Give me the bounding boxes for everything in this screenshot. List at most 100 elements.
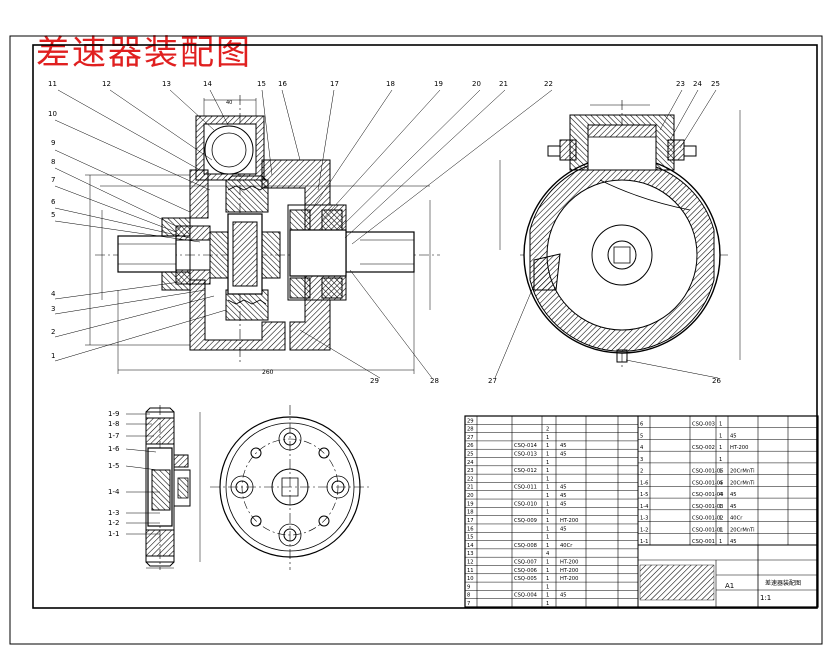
part-label: 1	[51, 352, 55, 360]
part-label: 15	[257, 80, 266, 88]
bom-cell: CSQ-010	[514, 501, 537, 507]
part-label: 11	[48, 80, 57, 88]
sub-assembly-leaders	[125, 413, 160, 535]
part-label: 18	[386, 80, 395, 88]
bom-cell: CSQ-005	[514, 576, 537, 582]
bom-cell: 40Cr	[560, 543, 573, 549]
bom-cell: 1	[719, 516, 722, 522]
bom-cell: 1	[546, 535, 549, 541]
bom-cell: 45	[730, 539, 737, 545]
bom-cell: 29	[467, 418, 474, 424]
bom-cell: 45	[730, 492, 737, 498]
part-label: 1-1	[108, 530, 119, 538]
bom-cell: HT-200	[560, 559, 578, 565]
bom-cell: 16	[467, 526, 474, 532]
bom-cell: CSQ-007	[514, 559, 537, 565]
part-label: 1-8	[108, 420, 119, 428]
part-label: 26	[712, 377, 721, 385]
bom-cell: 1	[546, 435, 549, 441]
bom-cell: 21	[467, 485, 474, 491]
bom-cell: CSQ-008	[514, 543, 537, 549]
side-view-leaders	[494, 89, 719, 379]
main-view-labels: 11 12 13 14 15 16 17 18 19 20 21 22 10 9…	[48, 80, 553, 385]
bom-cell: 25	[467, 452, 474, 458]
bom-cell: 14	[467, 543, 474, 549]
bom-cell: 1-1	[640, 539, 648, 545]
bom-cell: 12	[467, 559, 474, 565]
bom-cell: 23	[467, 468, 474, 474]
bom-cell: 1	[546, 593, 549, 599]
bom-cell: CSQ-003	[692, 422, 715, 428]
part-label: 28	[430, 377, 439, 385]
bom-cell: 45	[560, 452, 567, 458]
bom-cell: 4	[546, 551, 550, 557]
bom-cell: 45	[560, 443, 567, 449]
bom-cell: 1	[719, 445, 722, 451]
bom-cell: 20CrMnTi	[730, 527, 755, 533]
part-label: 1-5	[108, 462, 119, 470]
part-label: 1-9	[108, 410, 119, 418]
bom-cell: 4	[719, 492, 723, 498]
bom-cell: 1	[719, 422, 722, 428]
bom-cell: 15	[467, 535, 474, 541]
bom-cell: 45	[730, 433, 737, 439]
part-label: 3	[51, 305, 55, 313]
part-label: 22	[544, 80, 553, 88]
bom-cell: 45	[730, 504, 737, 510]
bom-cell: 1	[719, 433, 722, 439]
bom-cell: 4	[719, 480, 723, 486]
bom-cell: 1	[719, 469, 722, 475]
bom-cell: CSQ-001	[692, 539, 715, 545]
part-label: 13	[162, 80, 171, 88]
part-label: 10	[48, 110, 57, 118]
part-label: 6	[51, 198, 56, 206]
bom-cell: 1	[546, 493, 549, 499]
bom-cell: 11	[467, 568, 474, 574]
bom-cell: 1	[546, 526, 549, 532]
part-label: 19	[434, 80, 443, 88]
title-block-drawing-name: 差速器装配图	[765, 579, 801, 587]
inner-frame	[32, 44, 818, 609]
bom-cell: 1	[546, 501, 549, 507]
bom-cell: 10	[467, 576, 474, 582]
title-block-text: 1:1 A1 差速器装配图	[725, 579, 801, 602]
bom-cell: 1	[546, 601, 549, 607]
bom-cell: 1	[546, 460, 549, 466]
bom-cell: CSQ-001-05	[692, 480, 723, 486]
bom-cell: 45	[560, 501, 567, 507]
part-label: 5	[51, 211, 55, 219]
bom-cell: CSQ-001-01	[692, 527, 723, 533]
bom-cell: 1	[546, 518, 549, 524]
bom-cell: 1	[546, 543, 549, 549]
part-label: 16	[278, 80, 287, 88]
bom-cell: 1	[546, 468, 549, 474]
bom-cell: CSQ-001-06	[692, 469, 723, 475]
bom-cell: 5	[640, 433, 643, 439]
bom-cell: HT-200	[560, 518, 578, 524]
bom-cell: 17	[467, 518, 474, 524]
part-label: 7	[51, 176, 55, 184]
drawing-title: 差速器装配图	[36, 33, 252, 73]
bom-cell: CSQ-001-02	[692, 516, 723, 522]
bom-cell: 13	[467, 551, 474, 557]
bom-cell: 1	[546, 584, 549, 590]
svg-text:260: 260	[262, 369, 274, 376]
bom-cell: 1	[719, 527, 722, 533]
bom-cell: 45	[560, 493, 567, 499]
bom-cell: 1-2	[640, 527, 648, 533]
bom-cell: 1-6	[640, 480, 648, 486]
part-label: 24	[693, 80, 702, 88]
outer-frame	[9, 35, 823, 645]
bom-cell: 24	[467, 460, 474, 466]
bom-cell: 8	[467, 593, 470, 599]
bom-cell: CSQ-001-04	[692, 492, 724, 498]
part-label: 1-4	[108, 488, 120, 496]
bom-cell: 4	[640, 445, 644, 451]
sub-assembly-section	[145, 405, 201, 570]
bom-cell: CSQ-004	[514, 593, 538, 599]
bom-cell: 1-4	[640, 504, 649, 510]
part-label: 27	[488, 377, 497, 385]
bom-cell: 1-5	[640, 492, 648, 498]
bom-cell: 6	[640, 422, 643, 428]
